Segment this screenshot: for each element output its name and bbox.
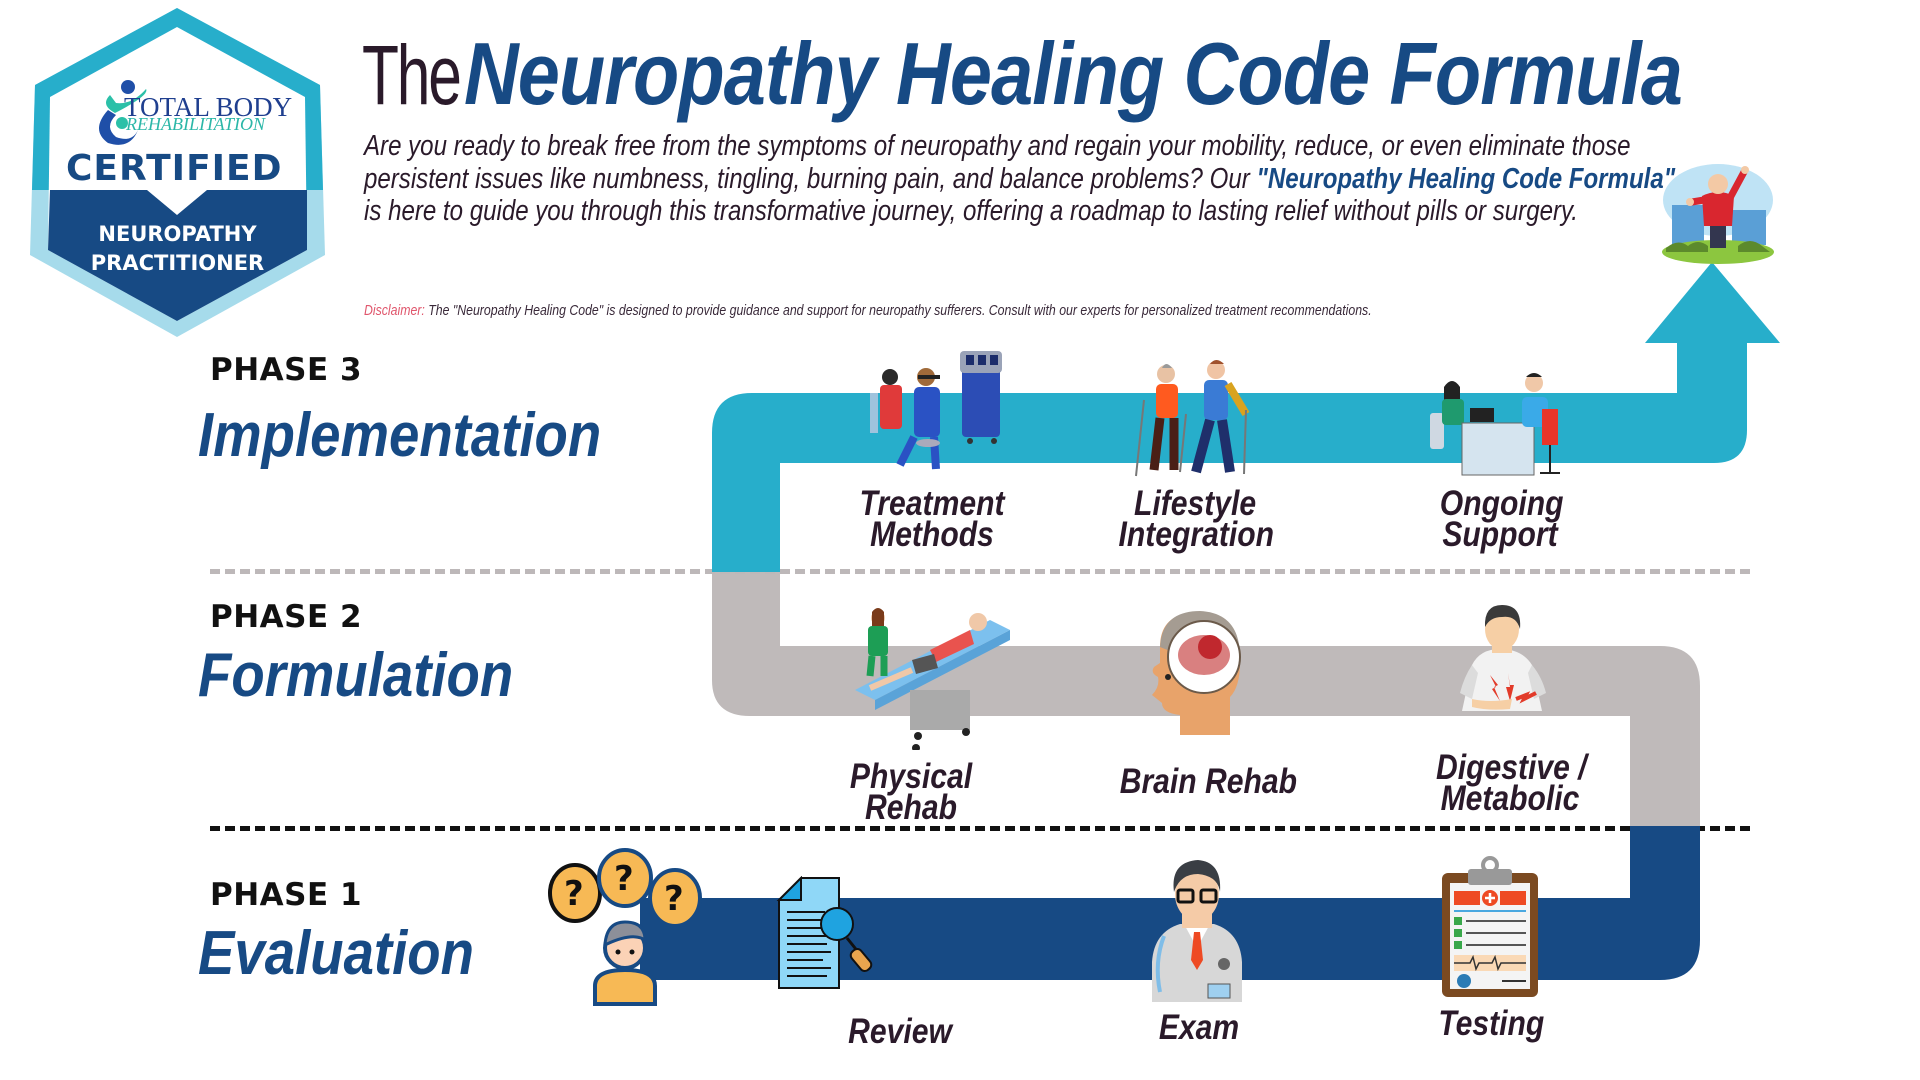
step-label-line1: Treatment	[859, 484, 1005, 523]
phase2-number: PHASE 2	[210, 599, 363, 635]
phase-divider-2-1	[210, 826, 1750, 831]
svg-text:?: ?	[564, 874, 584, 914]
step-label-line2: Support	[1442, 515, 1558, 554]
certified-practitioner-badge	[30, 8, 325, 337]
disclaimer-text: The "Neuropathy Healing Code" is designe…	[424, 302, 1372, 319]
intro-highlight: "Neuropathy Healing Code Formula"	[1256, 162, 1676, 195]
badge-certified: CERTIFIED	[66, 148, 283, 189]
step-treatment-methods: Treatment Methods	[858, 484, 1006, 554]
document-magnifier-icon	[776, 876, 873, 989]
treatment-clinic-icon	[870, 351, 1002, 470]
phase1-path-segment	[640, 826, 1700, 980]
title-main: Neuropathy Healing Code Formula	[463, 24, 1683, 123]
brain-head-icon	[1152, 611, 1241, 735]
nordic-walking-couple-icon	[1135, 360, 1250, 477]
disclaimer: Disclaimer: The "Neuropathy Healing Code…	[364, 302, 1372, 319]
step-label-line1: Lifestyle	[1133, 484, 1257, 523]
intro-text-2: is here to guide you through this transf…	[364, 195, 1578, 227]
badge-role-line1: NEUROPATHY	[98, 222, 257, 246]
phase-divider-3-2	[210, 569, 1750, 574]
step-exam: Exam	[1148, 1008, 1249, 1047]
step-label-line1: Testing	[1438, 1004, 1545, 1043]
step-label-line1: Brain Rehab	[1119, 762, 1298, 801]
medical-clipboard-icon	[1442, 856, 1538, 997]
step-brain-rehab: Brain Rehab	[1119, 762, 1298, 801]
doctor-icon	[1152, 860, 1242, 1002]
intro-paragraph: Are you ready to break free from the sym…	[364, 130, 1692, 228]
stomach-pain-icon	[1460, 605, 1546, 711]
svg-text:?: ?	[664, 879, 684, 919]
step-physical-rehab: Physical Rehab	[848, 757, 974, 827]
intro-text-1: Are you ready to break free from the sym…	[364, 130, 1631, 195]
step-digestive-metabolic: Digestive / Metabolic	[1436, 748, 1587, 818]
phase3-path-cover	[712, 568, 780, 572]
page-title: TheNeuropathy Healing Code Formula	[362, 30, 1880, 118]
disclaimer-label: Disclaimer:	[364, 302, 425, 319]
phase2-name: Formulation	[198, 641, 514, 710]
step-ongoing-support: Ongoing Support	[1439, 484, 1564, 554]
step-lifestyle-integration: Lifestyle Integration	[1118, 484, 1274, 554]
phase3-name: Implementation	[198, 401, 602, 470]
physiotherapy-table-icon	[855, 608, 1010, 750]
step-label-line2: Integration	[1118, 515, 1274, 554]
title-prefix: The	[362, 28, 462, 122]
badge-brand-line2: REHABILITATION	[126, 114, 265, 134]
happy-senior-icon	[1662, 164, 1774, 264]
step-label-line2: Methods	[870, 515, 994, 554]
phase3-number: PHASE 3	[210, 352, 363, 388]
badge-brand-line1: TOTAL BODY	[124, 92, 293, 122]
phase1-name: Evaluation	[198, 919, 474, 988]
badge-role-line2: PRACTITIONER	[90, 251, 265, 275]
step-label-line1: Digestive /	[1436, 748, 1587, 787]
step-label-line1: Ongoing	[1439, 484, 1564, 523]
step-testing: Testing	[1438, 1004, 1545, 1043]
svg-text:?: ?	[614, 859, 634, 899]
step-label-line1: Exam	[1158, 1008, 1240, 1047]
step-label-line1: Physical	[849, 757, 973, 796]
logo-mark-icon	[99, 80, 147, 145]
step-label-line1: Review	[848, 1012, 952, 1051]
phase1-number: PHASE 1	[210, 877, 363, 913]
phase1-path-cover	[1630, 826, 1700, 834]
questioning-person-icon: ? ? ?	[548, 848, 702, 1006]
step-review: Review	[840, 1012, 960, 1051]
consultation-desk-icon	[1430, 373, 1560, 476]
step-label-line2: Rehab	[865, 788, 957, 827]
step-label-line2: Metabolic	[1440, 779, 1580, 818]
